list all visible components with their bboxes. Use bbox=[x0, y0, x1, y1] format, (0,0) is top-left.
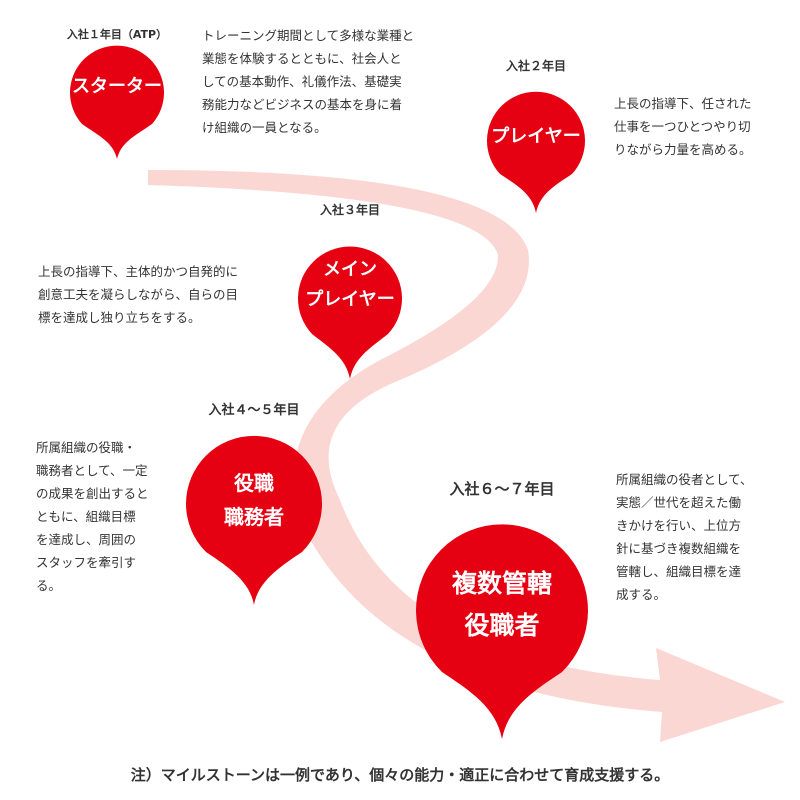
milestone-description: 所属組織の役職・ 職務者として、一定 の成果を創出すると ともに、組織目標 を達… bbox=[36, 440, 149, 593]
pin-marker bbox=[416, 524, 588, 739]
milestone-position-holder: 役職 職務者 入社４〜５年目 bbox=[172, 402, 336, 606]
year-label-arc: 入社４〜５年目 bbox=[208, 402, 299, 418]
year-label: 入社６〜７年目 bbox=[449, 480, 554, 498]
year-label-arc: 入社２年目 bbox=[506, 58, 566, 73]
pin-shape bbox=[70, 45, 164, 159]
year-label-arc: 入社６〜７年目 bbox=[449, 480, 554, 498]
year-label: 入社４〜５年目 bbox=[208, 402, 299, 418]
milestone-name: メイン プレイヤー bbox=[305, 259, 395, 310]
milestone-description: 上長の指導下、任された 仕事を一つひとつやり切 りながら力量を高める。 bbox=[614, 96, 752, 157]
year-label-arc: 入社３年目 bbox=[320, 202, 380, 217]
milestone-player: プレイヤー 入社２年目 bbox=[476, 58, 596, 214]
milestone-name: 複数管轄 役職者 bbox=[451, 569, 552, 640]
year-label-arc: 入社１年目（ATP） bbox=[67, 27, 167, 41]
pin-shape bbox=[298, 246, 402, 379]
pin-shape bbox=[416, 524, 588, 739]
milestone-description: 上長の指導下、主体的かつ自発的に 創意工夫を凝らしながら、自らの目 標を達成し独… bbox=[38, 264, 239, 325]
footnote: 注）マイルストーンは一例であり、個々の能力・適正に合わせて育成支援する。 bbox=[130, 766, 670, 784]
flow-arrow-body bbox=[148, 170, 785, 742]
milestone-description: トレーニング期間として多様な業種と 業態を体験するとともに、社会人と しての基本… bbox=[202, 28, 415, 135]
pin-shape bbox=[487, 91, 585, 213]
milestone-multi-unit-manager: 複数管轄 役職者 入社６〜７年目 bbox=[398, 480, 606, 740]
milestone-description: 所属組織の役者として、 実態／世代を超えた働 きかけを行い、上位方 針に基づき複… bbox=[616, 472, 753, 602]
pin-shape bbox=[186, 435, 322, 605]
year-label: 入社１年目（ATP） bbox=[67, 27, 167, 41]
milestone-name: 役職 職務者 bbox=[224, 471, 284, 529]
pin-marker bbox=[298, 246, 402, 379]
pin-marker bbox=[70, 45, 164, 159]
year-label: 入社２年目 bbox=[506, 58, 566, 73]
pin-marker bbox=[487, 91, 585, 213]
year-label: 入社３年目 bbox=[320, 202, 380, 217]
milestone-name: プレイヤー bbox=[491, 126, 581, 147]
milestone-starter: スターター 入社１年目（ATP） bbox=[56, 27, 178, 160]
milestone-name: スターター bbox=[72, 76, 162, 97]
milestone-main-player: メイン プレイヤー 入社３年目 bbox=[286, 202, 414, 380]
pin-marker bbox=[186, 435, 322, 605]
